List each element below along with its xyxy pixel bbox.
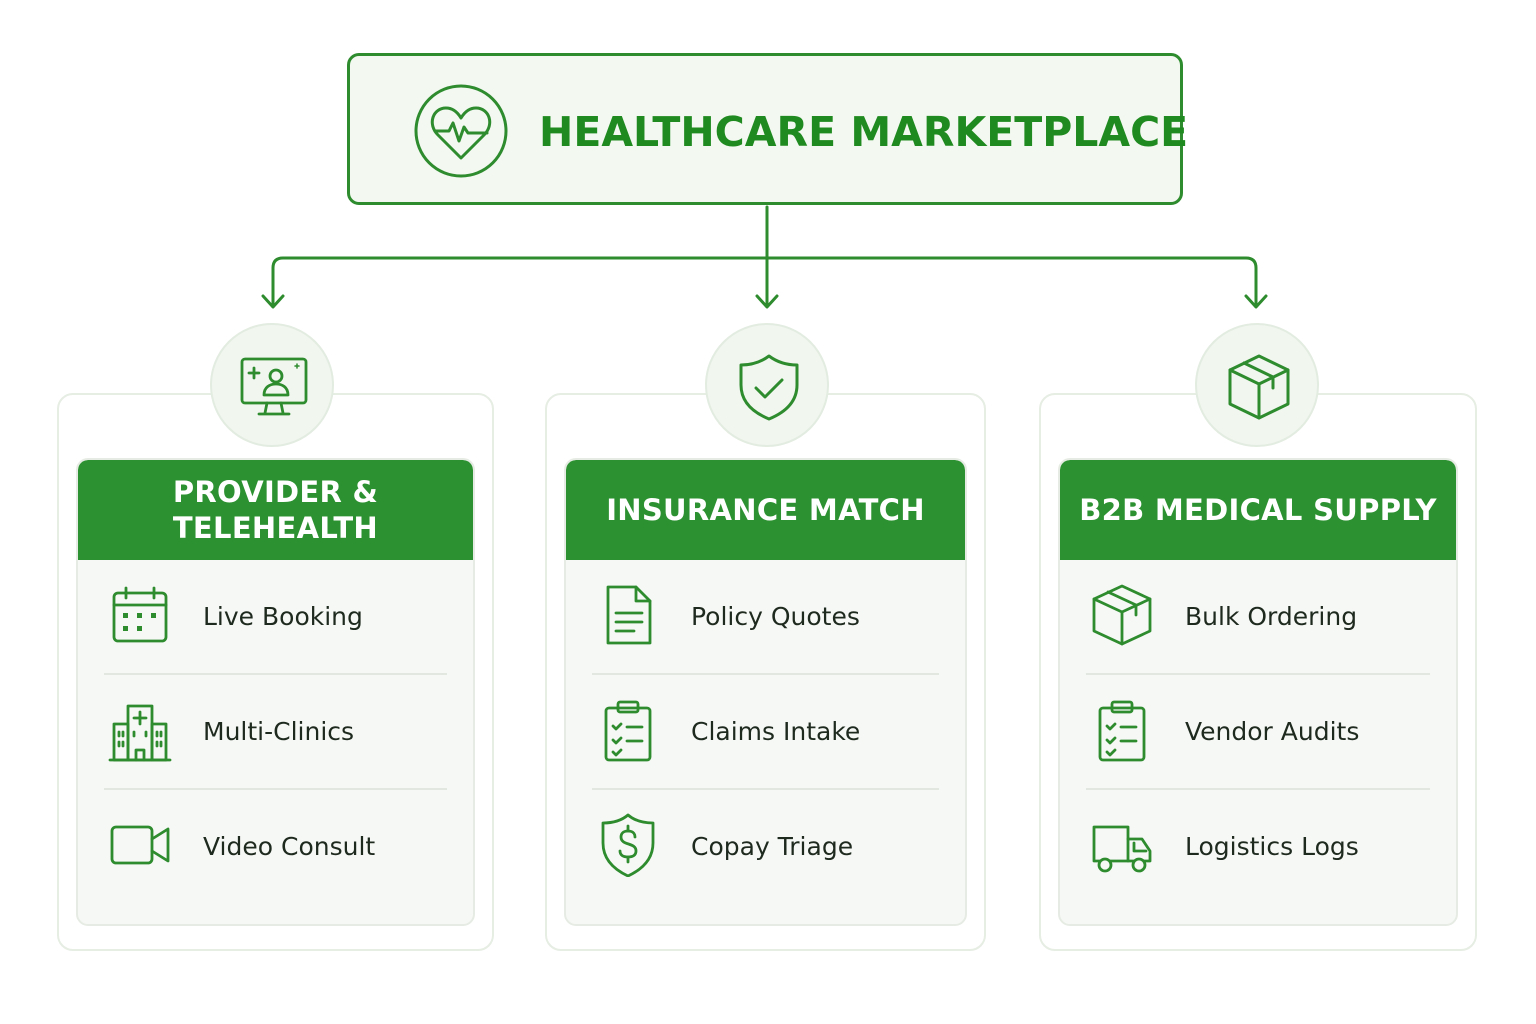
column-header: PROVIDER &TELEHEALTH [78,460,473,560]
column-title-line-2: TELEHEALTH [172,511,378,545]
column-card: B2B MEDICAL SUPPLY Bulk Ordering Vendor … [1058,458,1458,926]
feature-label: Claims Intake [691,717,861,746]
column-title: B2B MEDICAL SUPPLY [1079,493,1437,527]
video-camera-icon [110,825,170,864]
column-title: PROVIDER &TELEHEALTH [173,474,378,546]
feature-label: Logistics Logs [1185,832,1359,861]
shield-dollar-icon [601,813,655,877]
feature-label: Policy Quotes [691,602,860,631]
box-icon [1092,584,1152,645]
arrowhead-center [755,294,779,309]
shield-check-icon [739,354,799,421]
feature-label: Copay Triage [691,832,854,861]
feature-label: Video Consult [203,832,376,861]
list-item[interactable]: Copay Triage [592,790,939,903]
column-card: INSURANCE MATCH Policy Quotes Claims Int… [564,458,967,926]
document-icon [606,585,652,644]
column-header: INSURANCE MATCH [566,460,965,560]
package-box-icon [1228,354,1290,420]
hospital-icon [108,704,172,761]
root-node: HEALTHCARE MARKETPLACE [347,53,1188,205]
column-badge [705,323,829,447]
list-item[interactable]: Logistics Logs [1086,790,1430,903]
list-item[interactable]: Multi-Clinics [104,675,447,790]
column-badge [210,323,334,447]
list-item[interactable]: Vendor Audits [1086,675,1430,790]
delivery-truck-icon [1092,825,1152,872]
calendar-icon [112,586,168,642]
feature-label: Vendor Audits [1185,717,1360,746]
clipboard-checklist-icon [1098,700,1146,761]
list-item[interactable]: Policy Quotes [592,560,939,675]
column-title: INSURANCE MATCH [606,493,925,527]
telehealth-monitor-icon [240,357,308,416]
clipboard-checklist-icon [604,700,652,761]
root-title: HEALTHCARE MARKETPLACE [539,108,1189,156]
heart-pulse-icon [414,84,508,178]
list-item[interactable]: Video Consult [104,790,447,903]
feature-label: Multi-Clinics [203,717,355,746]
connector-left [271,256,769,308]
feature-label: Bulk Ordering [1185,602,1358,631]
connector-right [765,256,1258,308]
column-card: PROVIDER &TELEHEALTH Live Booking [76,458,475,926]
column-title-line-1: PROVIDER & [172,475,379,509]
list-item[interactable]: Bulk Ordering [1086,560,1430,675]
arrowhead-left [261,294,285,309]
feature-label: Live Booking [203,602,363,631]
arrowhead-right [1244,294,1268,309]
column-badge [1195,323,1319,447]
column-header: B2B MEDICAL SUPPLY [1060,460,1456,560]
list-item[interactable]: Live Booking [104,560,447,675]
list-item[interactable]: Claims Intake [592,675,939,790]
